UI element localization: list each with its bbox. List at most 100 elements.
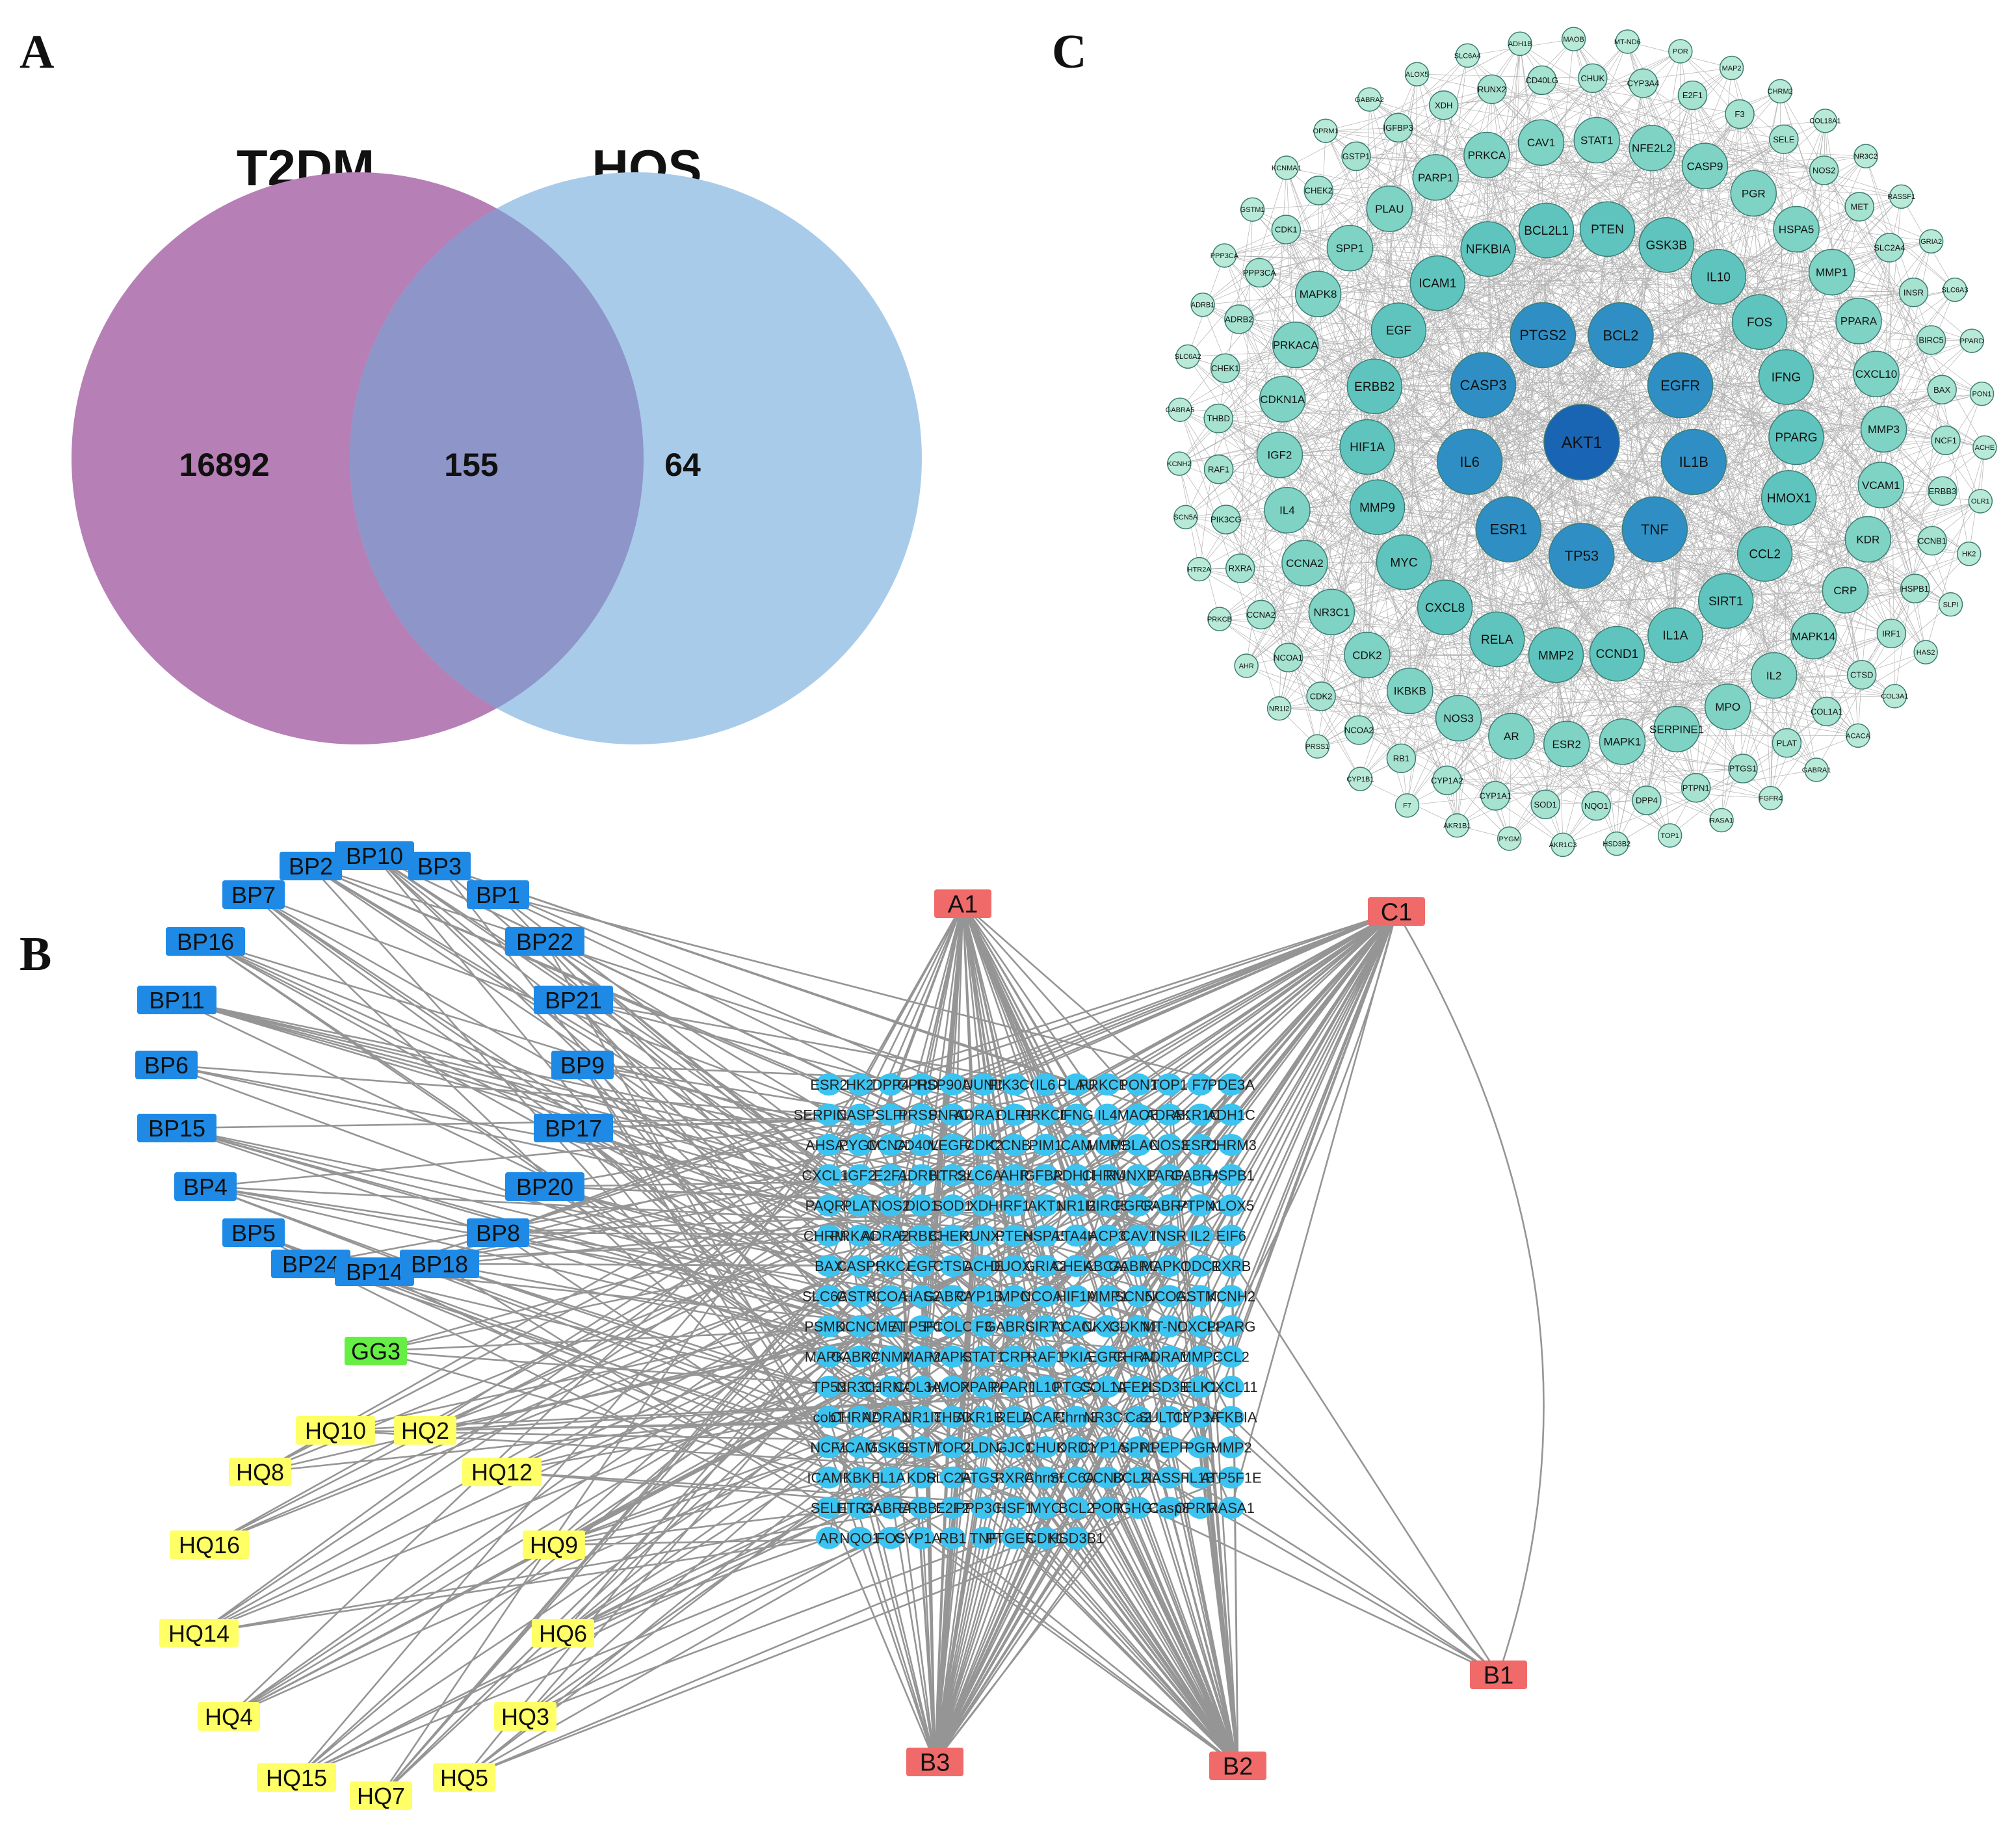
node-bp11[interactable]: BP11 [137,986,216,1014]
ppi-node-il1a[interactable]: IL1A [1647,607,1703,663]
gene-node-nqo1[interactable]: NQO1 [839,1527,880,1549]
node-hq14[interactable]: HQ14 [159,1619,239,1648]
gene-node-prkca[interactable]: PRKCA [866,1255,915,1277]
gene-node-nkx3-1[interactable]: NKX3-1 [1082,1315,1132,1337]
gene-node-ikbkb[interactable]: IKBKB [839,1466,881,1489]
ppi-node-prss1[interactable]: PRSS1 [1305,734,1330,759]
ppi-node-plat[interactable]: PLAT [1772,728,1802,758]
ppi-node-mapk8[interactable]: MAPK8 [1294,270,1342,317]
gene-node-chek1[interactable]: CHEK1 [1053,1255,1100,1277]
gene-node-slc6a4[interactable]: SLC6A4 [802,1285,856,1307]
gene-node-icam1[interactable]: ICAM1 [807,1466,851,1489]
gene-node-sele[interactable]: SELE [811,1497,847,1519]
ppi-node-nr1i2[interactable]: NR1I2 [1266,696,1292,721]
ppi-node-cyp3a4[interactable]: CYP3A4 [1627,68,1660,98]
ppi-node-col1a1[interactable]: COL1A1 [1811,696,1843,727]
gene-node-akr1c3[interactable]: AKR1C3 [1172,1103,1228,1126]
gene-node-rassf1[interactable]: RASSF1 [1142,1466,1198,1489]
node-bp3[interactable]: BP3 [408,852,471,880]
ppi-node-ccna2[interactable]: CCNA2 [1246,599,1276,630]
gene-node-cdk1[interactable]: CDK1 [1027,1527,1065,1549]
node-bp15[interactable]: BP15 [137,1114,216,1142]
gene-node-ifng[interactable]: IFNG [1060,1103,1094,1126]
gene-node-esr2[interactable]: ESR2 [810,1073,848,1096]
gene-node-slc6a2[interactable]: SLC6A2 [1050,1466,1103,1489]
node-b1[interactable]: B1 [1470,1661,1527,1690]
ppi-node-oprm1[interactable]: OPRM1 [1313,118,1339,143]
gene-node-dpp4[interactable]: DPP4 [872,1073,910,1096]
gene-node-plau[interactable]: PLAU [1058,1073,1095,1096]
ppi-node-fgfr4[interactable]: FGFR4 [1758,785,1783,811]
gene-node-lta4h[interactable]: LTA4H [1055,1224,1097,1247]
ppi-node-nos2[interactable]: NOS2 [1809,155,1839,185]
ppi-node-gria2[interactable]: GRIA2 [1918,229,1944,254]
node-b3[interactable]: B3 [906,1748,963,1777]
ppi-node-mpo[interactable]: MPO [1704,683,1751,730]
ppi-node-mapk1[interactable]: MAPK1 [1599,718,1646,765]
ppi-node-akr1c3[interactable]: AKR1C3 [1549,832,1577,858]
gene-node-mmp1[interactable]: MMP1 [1087,1285,1129,1307]
gene-node-bax[interactable]: BAX [815,1255,843,1277]
ppi-node-cav1[interactable]: CAV1 [1517,119,1565,166]
gene-node-rasa1[interactable]: RASA1 [1208,1497,1255,1519]
ppi-node-ppard[interactable]: PPARD [1959,328,1984,353]
node-bp24[interactable]: BP24 [271,1250,350,1278]
node-hq10[interactable]: HQ10 [296,1416,375,1445]
ppi-node-fos[interactable]: FOS [1731,294,1788,350]
node-b2[interactable]: B2 [1209,1752,1266,1781]
gene-node-has2[interactable]: HAS2 [903,1285,941,1307]
ppi-node-ctsd[interactable]: CTSD [1846,660,1877,690]
ppi-node-egf[interactable]: EGF [1370,302,1427,358]
gene-node-dcaf5[interactable]: DCAF5 [1022,1406,1069,1428]
gene-node-cav1[interactable]: CAV1 [1120,1224,1157,1247]
gene-node-e2f2[interactable]: E2F2 [936,1497,970,1519]
gene-node-pde3a[interactable]: PDE3A [1208,1073,1255,1096]
ppi-node-col18a1[interactable]: COL18A1 [1809,109,1841,133]
ppi-node-rassf1[interactable]: RASSF1 [1887,184,1915,209]
ppi-node-spp1[interactable]: SPP1 [1326,224,1374,272]
node-bp20[interactable]: BP20 [505,1172,584,1201]
ppi-node-slpi[interactable]: SLPI [1938,592,1963,617]
ppi-node-olr1[interactable]: OLR1 [1968,489,1993,514]
ppi-node-myc[interactable]: MYC [1376,534,1432,590]
gene-node-map2[interactable]: MAP2 [902,1345,941,1368]
ppi-node-hk2[interactable]: HK2 [1956,542,1982,566]
ppi-node-il1b[interactable]: IL1B [1660,428,1727,495]
gene-node-maob[interactable]: MAOB [1118,1103,1160,1126]
node-a1[interactable]: A1 [934,889,991,919]
gene-node-il2[interactable]: IL2 [1187,1224,1214,1247]
ppi-node-mmp3[interactable]: MMP3 [1860,406,1907,453]
ppi-node-igfbp3[interactable]: IGFBP3 [1383,112,1413,143]
gene-node-casp9[interactable]: CASP9 [837,1255,884,1277]
ppi-node-ccnd1[interactable]: CCND1 [1589,625,1645,682]
ppi-node-mmp9[interactable]: MMP9 [1349,479,1406,535]
gene-node-fos[interactable]: FOS [876,1527,906,1549]
gene-node-igf2[interactable]: IGF2 [844,1164,876,1187]
gene-node-nfkbia[interactable]: NFKBIA [1205,1406,1257,1428]
gene-node-mapk8[interactable]: MAPK8 [928,1345,977,1368]
gene-node-top1[interactable]: TOP1 [1151,1073,1188,1096]
ppi-node-slc6a3[interactable]: SLC6A3 [1942,277,1969,302]
gene-node-nr1i2[interactable]: NR1I2 [1056,1194,1097,1216]
node-hq2[interactable]: HQ2 [394,1416,456,1445]
gene-node-xdh[interactable]: XDH [969,1194,999,1216]
gene-node-chek2[interactable]: CHEK2 [929,1224,976,1247]
gene-node-gjc1[interactable]: GJC1 [996,1436,1033,1458]
ppi-node-irf1[interactable]: IRF1 [1876,618,1907,649]
ppi-node-ncoa2[interactable]: NCOA2 [1344,715,1374,745]
gene-node-hmox1[interactable]: HMOX1 [927,1376,978,1398]
ppi-node-plau[interactable]: PLAU [1366,185,1413,232]
ppi-node-nr3c1[interactable]: NR3C1 [1308,588,1355,636]
node-c1[interactable]: C1 [1368,897,1425,926]
gene-node-ccl2[interactable]: CCL2 [1213,1345,1250,1368]
ppi-node-hspa5[interactable]: HSPA5 [1773,205,1820,253]
ppi-node-sod1[interactable]: SOD1 [1530,789,1560,819]
gene-node-nr1i3[interactable]: NR1I3 [902,1406,942,1428]
gene-node-prkcb[interactable]: PRKCB [1021,1103,1070,1126]
ppi-node-alox5[interactable]: ALOX5 [1404,62,1430,86]
gene-node-olr1[interactable]: OLR1 [996,1103,1033,1126]
ppi-node-adrb1[interactable]: ADRB1 [1190,293,1215,317]
gene-node-spp1[interactable]: SPP1 [1120,1436,1157,1458]
ppi-node-casp9[interactable]: CASP9 [1681,142,1729,190]
ppi-node-sele[interactable]: SELE [1769,124,1799,154]
